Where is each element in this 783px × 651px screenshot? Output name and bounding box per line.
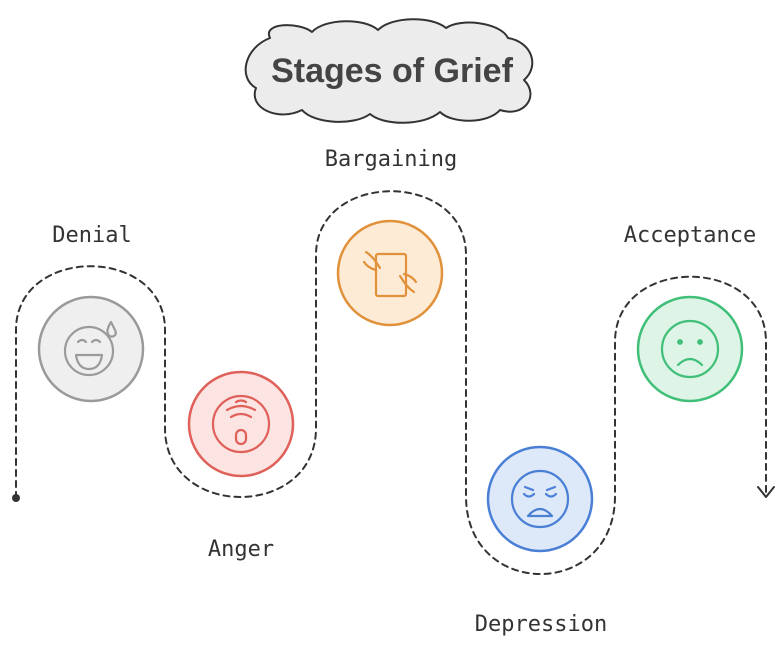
stage-label-anger: Anger — [208, 537, 274, 562]
hands-holding-document-icon — [362, 250, 418, 298]
path-end-arrow-icon — [757, 486, 775, 498]
stage-depression: Depression — [475, 445, 607, 637]
stage-label-bargaining: Bargaining — [325, 147, 457, 172]
frowning-face-icon — [660, 319, 720, 379]
stage-circle — [37, 295, 145, 403]
stage-label-depression: Depression — [475, 612, 607, 637]
page-title: Stages of Grief — [271, 52, 514, 90]
smiling-face-with-sweat-icon — [63, 320, 117, 377]
stage-circle — [486, 445, 594, 553]
path-start-dot — [12, 494, 20, 502]
stage-label-denial: Denial — [52, 223, 131, 248]
stage-circle — [336, 219, 444, 327]
stage-acceptance: Acceptance — [624, 223, 756, 403]
stage-denial: Denial — [37, 223, 145, 403]
stage-bargaining: Bargaining — [325, 147, 457, 327]
stage-circle — [636, 295, 744, 403]
journey-path — [15, 190, 767, 575]
sad-tired-face-icon — [510, 469, 570, 529]
stage-anger: Anger — [187, 370, 295, 562]
angry-face-icon — [211, 394, 271, 454]
stage-label-acceptance: Acceptance — [624, 223, 756, 248]
stage-circle — [187, 370, 295, 478]
title-cloud: Stages of Grief — [244, 18, 534, 124]
